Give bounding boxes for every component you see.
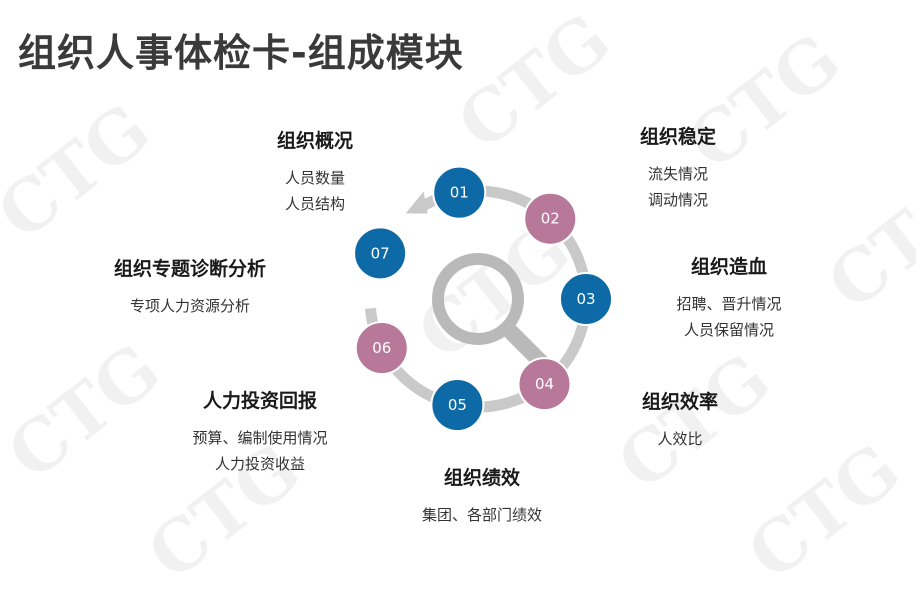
module-title: 组织稳定 [639,126,716,148]
arrow-up-icon [405,191,428,214]
module-line: 流失情况 [647,165,708,183]
module-line: 人员结构 [284,195,345,213]
cycle-ring [364,185,592,413]
step-node [517,357,572,412]
magnifier-icon [432,253,552,373]
module-line: 人员保留情况 [683,321,774,339]
module-line: 人员数量 [284,169,345,187]
page-title: 组织人事体检卡-组成模块 [18,31,464,75]
step-number: 04 [535,375,554,393]
step-node [430,378,485,433]
module-org-efficiency: 组织效率 人效比 [600,387,760,452]
module-line: 预算、编制使用情况 [192,429,328,447]
cycle-diagram: 01 02 03 04 05 06 07 [353,165,613,433]
step-number: 02 [541,210,560,228]
step-node [523,191,578,246]
module-hr-roi: 人力投资回报 预算、编制使用情况 人力投资收益 [160,386,360,477]
module-title: 组织造血 [690,256,767,278]
step-node [559,272,613,326]
step-number: 05 [448,396,467,414]
module-org-stability: 组织稳定 流失情况 调动情况 [588,122,768,213]
step-node [354,321,409,376]
module-line: 人力投资收益 [214,455,305,473]
module-org-performance: 组织绩效 集团、各部门绩效 [392,463,572,528]
module-org-hematopoiesis: 组织造血 招聘、晋升情况 人员保留情况 [634,252,824,343]
module-title: 人力投资回报 [202,390,317,412]
module-line: 人效比 [657,430,703,448]
step-number: 07 [371,244,390,262]
module-line: 招聘、晋升情况 [676,295,782,313]
step-number: 03 [576,290,595,308]
module-title: 组织概况 [276,130,353,152]
step-number: 06 [372,339,391,357]
step-nodes: 01 02 03 04 05 06 07 [353,165,613,433]
ring-arc [364,185,592,413]
module-special-diagnosis: 组织专题诊断分析 专项人力资源分析 [90,254,290,319]
step-node [432,165,487,220]
module-line: 集团、各部门绩效 [421,506,542,524]
module-line: 调动情况 [647,191,708,209]
module-org-overview: 组织概况 人员数量 人员结构 [225,126,405,217]
step-number: 01 [450,184,469,202]
step-node [353,226,408,281]
module-title: 组织效率 [641,391,718,413]
module-title: 组织绩效 [443,467,520,489]
module-title: 组织专题诊断分析 [113,258,266,280]
module-line: 专项人力资源分析 [129,297,250,315]
